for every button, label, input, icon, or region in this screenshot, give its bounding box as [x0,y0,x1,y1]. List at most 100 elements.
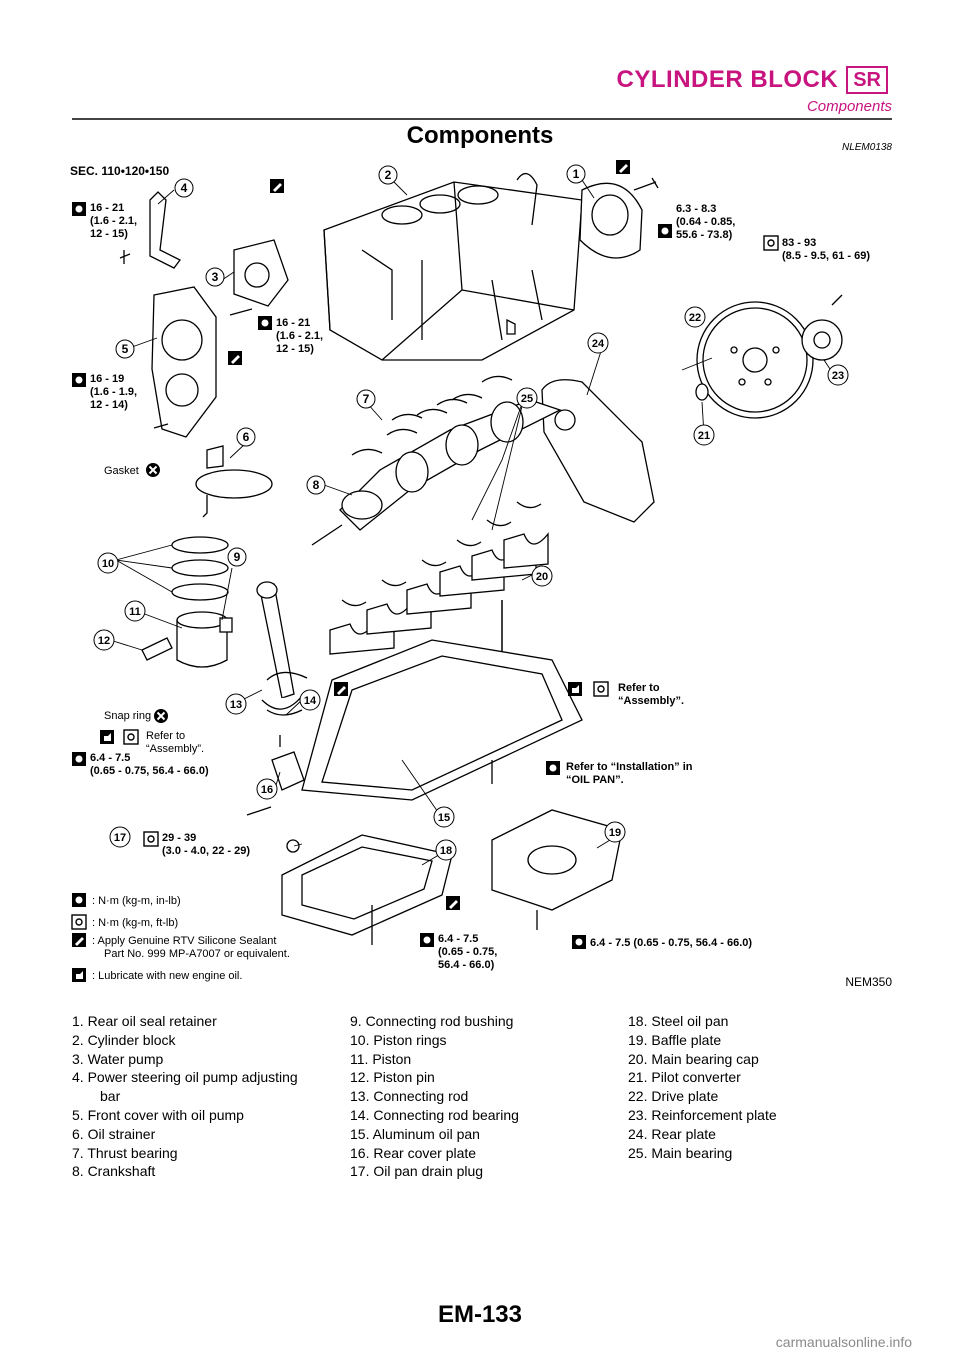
callout-4: 4 [174,178,194,198]
callout-18: 18 [435,839,457,861]
svg-text:5: 5 [122,342,129,356]
callout-6: 6 [236,427,256,447]
callout-20: 20 [531,565,553,587]
pilot-converter-drawing [695,383,709,401]
callout-24: 24 [587,332,609,354]
svg-text:: N·m (kg-m, ft-lb): : N·m (kg-m, ft-lb) [92,917,178,929]
callout-14: 14 [299,689,321,711]
svg-text:: N·m (kg-m, in-lb): : N·m (kg-m, in-lb) [92,895,181,907]
list-item: 21. Pilot converter [628,1069,741,1086]
legend-column-1: 1. Rear oil seal retainer 2. Cylinder bl… [72,1012,350,1181]
list-item: 25. Main bearing [628,1144,733,1161]
front-cover-drawing [151,286,217,438]
replace-gasket-icon [153,708,169,724]
sealant-icon [616,160,630,174]
lubricate-icon [568,682,582,696]
torque-spec-18: 6.4 - 7.5(0.65 - 0.75,56.4 - 66.0) [438,933,497,971]
svg-text:24: 24 [592,338,605,350]
callout-10: 10 [97,552,119,574]
list-item: 4. Power steering oil pump adjusting [72,1069,298,1086]
callout-2: 2 [378,165,398,185]
torque-ftlb-icon [143,831,159,847]
legend-column-2: 9. Connecting rod bushing 10. Piston rin… [350,1012,628,1181]
sealant-icon [446,896,460,910]
callout-9: 9 [227,547,247,567]
torque-spec-16: 6.4 - 7.5(0.65 - 0.75, 56.4 - 66.0) [90,752,209,777]
page-number: EM-133 [437,1301,523,1328]
list-item: 11. Piston [350,1050,412,1067]
list-item: 20. Main bearing cap [628,1050,759,1067]
svg-text:8: 8 [313,478,320,492]
svg-text:: Apply Genuine RTV Silicone S: : Apply Genuine RTV Silicone Sealant [92,935,276,947]
svg-text:: Lubricate with new engine oi: : Lubricate with new engine oil. [92,970,242,982]
rear-plate-drawing [541,379,655,523]
torque-ftlb-icon [123,729,139,745]
section-ref-code: NLEM0138 [841,142,892,153]
steel-oil-pan-drawing [281,834,453,945]
drive-plate-drawing [696,301,814,419]
oil-pan-drain-plug-drawing [286,839,300,853]
svg-text:22: 22 [689,312,701,324]
callout-22: 22 [684,306,706,328]
svg-text:4: 4 [181,181,188,195]
list-item: 16. Rear cover plate [350,1144,477,1161]
svg-text:14: 14 [304,695,317,707]
list-item: 22. Drive plate [628,1088,719,1105]
torque-icon [72,752,86,766]
torque-spec-3: 16 - 21(1.6 - 2.1,12 - 15) [276,317,323,355]
list-item: 7. Thrust bearing [72,1144,178,1161]
list-item: 9. Connecting rod bushing [350,1013,514,1029]
main-bearings-drawing [341,375,542,607]
svg-text:12: 12 [98,635,110,647]
torque-spec-1: 6.3 - 8.3(0.64 - 0.85,55.6 - 73.8) [676,203,735,241]
svg-text:6: 6 [243,430,250,444]
main-bearing-caps-drawing [329,532,549,660]
torque-icon [546,761,560,775]
engine-badge: SR [846,66,888,94]
callout-21: 21 [693,424,715,446]
symbol-legend: : N·m (kg-m, in-lb) : N·m (kg-m, ft-lb) … [71,893,290,982]
exploded-view-figure: SEC. 110•120•150 [62,160,902,990]
header-subtitle: Components [806,98,892,115]
list-item: 3. Water pump [72,1050,164,1067]
callout-11: 11 [124,600,146,622]
callout-15: 15 [433,806,455,828]
list-item: 1. Rear oil seal retainer [72,1013,217,1029]
callout-17: 17 [109,826,131,848]
connecting-rod-drawing [256,581,308,747]
callout-8: 8 [306,475,326,495]
snap-ring-label: Snap ring [104,710,151,722]
ref-assembly-left: Refer to“Assembly”. [146,730,204,755]
callout-7: 7 [356,389,376,409]
torque-spec-4: 16 - 21(1.6 - 2.1,12 - 15) [90,202,137,240]
cylinder-block-drawing [323,173,583,361]
svg-text:23: 23 [832,370,844,382]
svg-text:25: 25 [521,393,533,405]
svg-text:17: 17 [114,832,126,844]
svg-text:20: 20 [536,571,548,583]
torque-icon [420,933,434,947]
gasket-label: Gasket [104,465,139,477]
callout-16: 16 [256,778,278,800]
ref-installation: Refer to “Installation” in“OIL PAN”. [566,761,693,786]
oil-strainer-drawing [195,445,273,518]
rear-oil-seal-retainer-drawing [579,177,659,259]
torque-ftlb-icon [763,235,779,251]
watermark[interactable]: carmanualsonline.info [775,1334,912,1350]
replace-gasket-icon [145,462,161,478]
component-legend: 1. Rear oil seal retainer 2. Cylinder bl… [72,1012,892,1181]
list-item: 24. Rear plate [628,1125,716,1142]
callout-13: 13 [225,693,247,715]
list-item: 13. Connecting rod [350,1088,469,1105]
figure-code: NEM350 [845,975,892,989]
torque-ftlb-icon [593,681,609,697]
sealant-icon [334,682,348,696]
chapter-title: CYLINDER BLOCK [616,66,839,93]
torque-icon [258,316,272,330]
list-item: 12. Piston pin [350,1069,435,1086]
torque-icon [72,373,86,387]
torque-spec-19: 6.4 - 7.5 (0.65 - 0.75, 56.4 - 66.0) [590,937,752,949]
legend-column-3: 18. Steel oil pan 19. Baffle plate 20. M… [628,1012,892,1181]
callout-23: 23 [827,364,849,386]
sealant-icon [228,351,242,365]
